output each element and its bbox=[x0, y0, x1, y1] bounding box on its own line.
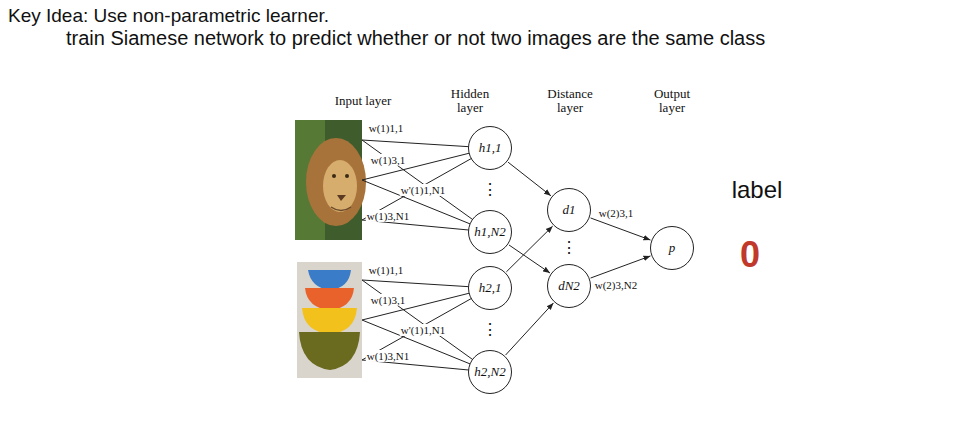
weight-label: w(2)3,1 bbox=[598, 207, 635, 219]
weight-label: w(1)3,1 bbox=[370, 154, 407, 166]
lion-eye bbox=[332, 174, 336, 178]
unit-label: h1,N2 bbox=[474, 225, 505, 239]
weight-label: w(1)1,1 bbox=[368, 122, 405, 134]
bowls-image-ground bbox=[297, 262, 362, 378]
weight-label: w(1)3,N1 bbox=[366, 210, 410, 222]
lion-eye bbox=[345, 174, 349, 178]
connection-arrow bbox=[506, 226, 552, 272]
ellipsis-dots: ⋮ bbox=[561, 239, 577, 257]
weight-label: w(1)3,1 bbox=[370, 294, 407, 306]
unit-label: h1,1 bbox=[479, 141, 502, 155]
weight-label: w(1)1,1 bbox=[368, 264, 405, 276]
connection-arrow bbox=[506, 303, 554, 355]
orange-bowl bbox=[305, 288, 354, 310]
ellipsis-dots: ⋮ bbox=[482, 321, 498, 339]
weight-label: w'(1)1,N1 bbox=[400, 324, 446, 336]
hidden-unit: h2,N2 bbox=[468, 350, 512, 394]
lion-nose bbox=[337, 195, 346, 201]
unit-label: h2,1 bbox=[479, 281, 502, 295]
label-value: 0 bbox=[740, 235, 760, 275]
lion-face bbox=[323, 160, 357, 212]
ellipsis-dots: ⋮ bbox=[482, 181, 498, 199]
hidden-unit: h1,1 bbox=[468, 126, 512, 170]
subtitle: train Siamese network to predict whether… bbox=[66, 27, 765, 49]
connection-arrow bbox=[591, 256, 651, 278]
lion-mouth bbox=[331, 207, 351, 211]
layer-heading: Distance layer bbox=[538, 87, 602, 116]
output-unit: p bbox=[650, 226, 694, 270]
unit-label: p bbox=[669, 241, 676, 255]
distance-unit: d1 bbox=[547, 188, 591, 232]
unit-label: dN2 bbox=[558, 279, 580, 293]
layer-heading: Hidden layer bbox=[440, 87, 500, 116]
distance-unit: dN2 bbox=[547, 264, 591, 308]
connection-arrow bbox=[508, 162, 551, 196]
hidden-unit: h2,1 bbox=[468, 266, 512, 310]
hidden-unit: h1,N2 bbox=[468, 210, 512, 254]
olive-bowl bbox=[299, 332, 360, 370]
weight-label: w(1)3,N1 bbox=[366, 350, 410, 362]
label-heading: label bbox=[732, 177, 783, 203]
blue-bowl bbox=[308, 270, 351, 290]
yellow-bowl bbox=[302, 308, 357, 334]
layer-heading: Output layer bbox=[642, 87, 702, 116]
unit-label: d1 bbox=[563, 203, 576, 217]
weight-label: w(2)3,N2 bbox=[594, 279, 638, 291]
title: Key Idea: Use non-parametric learner. bbox=[8, 6, 329, 27]
connection-arrow bbox=[591, 218, 651, 240]
layer-heading: Input layer bbox=[333, 94, 393, 108]
weight-label: w'(1)1,N1 bbox=[400, 184, 446, 196]
unit-label: h2,N2 bbox=[474, 365, 505, 379]
lion-mane bbox=[306, 138, 366, 226]
